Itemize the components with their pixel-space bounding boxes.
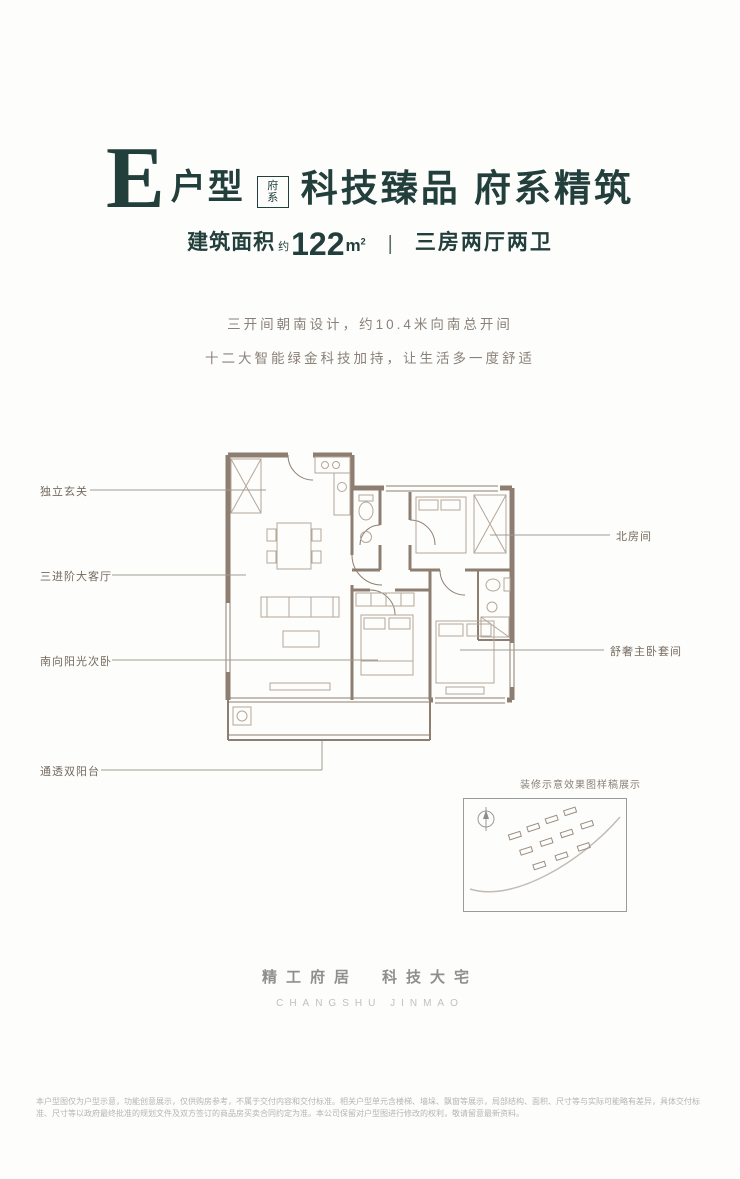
site-road [469, 816, 621, 893]
label-master-suite: 舒奢主卧套间 [610, 646, 682, 658]
unit-type-letter: E [106, 130, 165, 228]
header: E 户型 府 系 科技臻品 府系精筑 [0, 130, 740, 228]
label-south-bedroom: 南向阳光次卧 [40, 656, 112, 668]
series-badge: 府 系 [256, 176, 289, 208]
living-room-sofa [260, 596, 340, 691]
bathroom-fixtures [358, 494, 511, 638]
series-badge-bottom: 系 [267, 192, 279, 204]
interior-walls [350, 488, 512, 700]
balcony-walls [227, 697, 431, 741]
intro-line-1: 三开间朝南设计，约10.4米向南总开间 [227, 317, 513, 332]
spec-row: 建筑面积 约 122 m2 | 三房两厅两卫 [0, 220, 740, 260]
footer-slogan: 精工府居 科技大宅 [261, 969, 478, 986]
siteplan-caption: 装修示意效果图样稿展示 [520, 780, 641, 791]
dining-table [266, 522, 322, 570]
footer-brand: CHANGSHU JINMAO [276, 998, 464, 1009]
floor-plan-drawing [90, 452, 610, 771]
siteplan-drawing [469, 806, 621, 893]
balcony-washer [232, 706, 252, 726]
unit-type-suffix: 户型 [170, 168, 245, 207]
compass-icon [477, 807, 495, 831]
area-value: 122 [291, 226, 345, 262]
label-balcony: 通透双阳台 [40, 766, 100, 778]
north-room-bed [415, 494, 507, 554]
intro-text: 三开间朝南设计，约10.4米向南总开间 十二大智能绿金科技加持，让生活多一度舒适 [0, 308, 740, 376]
spec-divider: | [387, 233, 393, 255]
area-label: 建筑面积 [187, 231, 276, 254]
kitchen-counters [314, 456, 351, 516]
door-arcs [287, 454, 466, 616]
entry-closet [230, 458, 262, 514]
area-approx: 约 [278, 241, 290, 253]
disclaimer-text: 本户型图仅为户型示意，功能创意展示，仅供购房参考，不属于交付内容和交付标准。相关… [36, 1097, 700, 1118]
intro-line-2: 十二大智能绿金科技加持，让生活多一度舒适 [205, 351, 535, 366]
master-bed [435, 620, 495, 695]
leader-lines [90, 489, 610, 771]
room-layout: 三房两厅两卫 [414, 231, 553, 254]
second-bedroom-bed [355, 592, 415, 676]
label-north-room: 北房间 [616, 531, 652, 543]
label-entry-hall: 独立玄关 [40, 486, 88, 498]
label-living-room: 三进阶大客厅 [40, 571, 112, 583]
siteplan-box [463, 798, 627, 912]
series-badge-top: 府 [267, 180, 279, 192]
building-footprints [507, 806, 595, 871]
headline: 科技臻品 府系精筑 [300, 168, 634, 209]
windows [224, 484, 516, 704]
area-unit: m2 [345, 236, 366, 255]
